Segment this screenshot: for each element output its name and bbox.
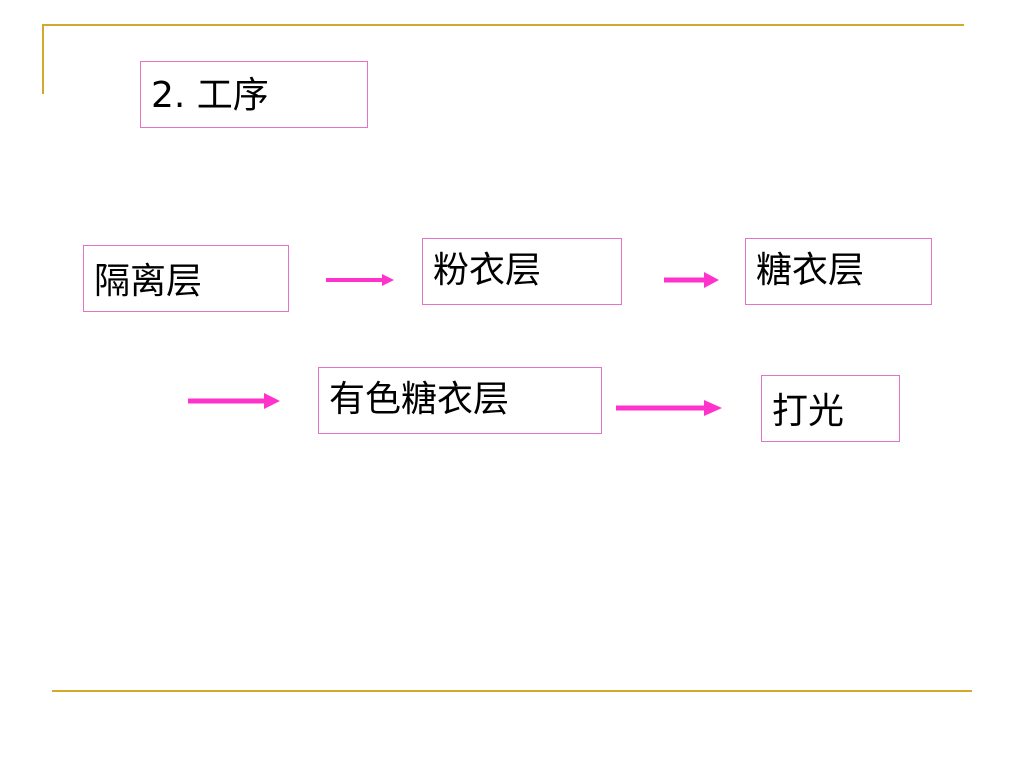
node-isolation-layer: 隔离层 [83,245,289,312]
node-colored-sugar-layer: 有色糖衣层 [318,367,602,434]
left-rule [42,24,44,94]
node-sugar-layer: 糖衣层 [745,238,932,305]
node-powder-layer: 粉衣层 [422,238,622,305]
arrow-to-4 [188,393,280,409]
arrow-4-to-5 [616,400,722,416]
top-rule [42,24,964,26]
arrow-2-to-3 [664,272,719,288]
node-polishing: 打光 [761,375,900,442]
slide-title: 2. 工序 [140,61,368,128]
bottom-rule [52,690,972,692]
arrow-1-to-2 [326,274,394,286]
